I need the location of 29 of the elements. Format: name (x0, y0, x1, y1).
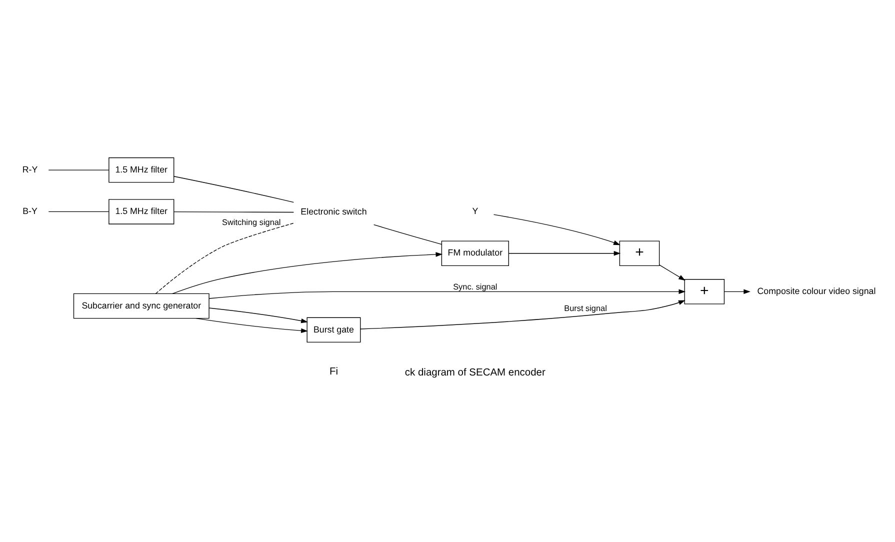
arrow (195, 317, 308, 333)
arrow (360, 300, 686, 329)
arrow (508, 250, 621, 256)
arrow (493, 214, 620, 245)
node-box: Burst gate (306, 316, 361, 342)
connector (373, 224, 442, 244)
node-box: + (619, 240, 660, 266)
node-box: + (684, 278, 725, 304)
connector (155, 222, 294, 294)
node-text: R-Y (22, 164, 38, 174)
connector (48, 169, 110, 170)
node-text: Y (472, 206, 478, 216)
node-box: Subcarrier and sync generator (73, 292, 210, 318)
arrow (724, 288, 750, 294)
node-box: 1.5 MHz filter (108, 198, 174, 224)
node-text: Electronic switch (300, 206, 367, 216)
label: Fi (329, 366, 338, 378)
node-text: B-Y (22, 206, 38, 216)
arrow (172, 252, 443, 294)
node-box: FM modulator (441, 240, 509, 266)
connector (48, 210, 110, 212)
node-text: Composite colour video signal (757, 285, 876, 296)
arrow (208, 288, 686, 298)
arrow (659, 264, 686, 280)
connector (174, 176, 294, 202)
connector (174, 210, 294, 212)
arrow (208, 307, 308, 323)
label: ck diagram of SECAM encoder (404, 366, 546, 378)
node-box: 1.5 MHz filter (108, 156, 174, 182)
